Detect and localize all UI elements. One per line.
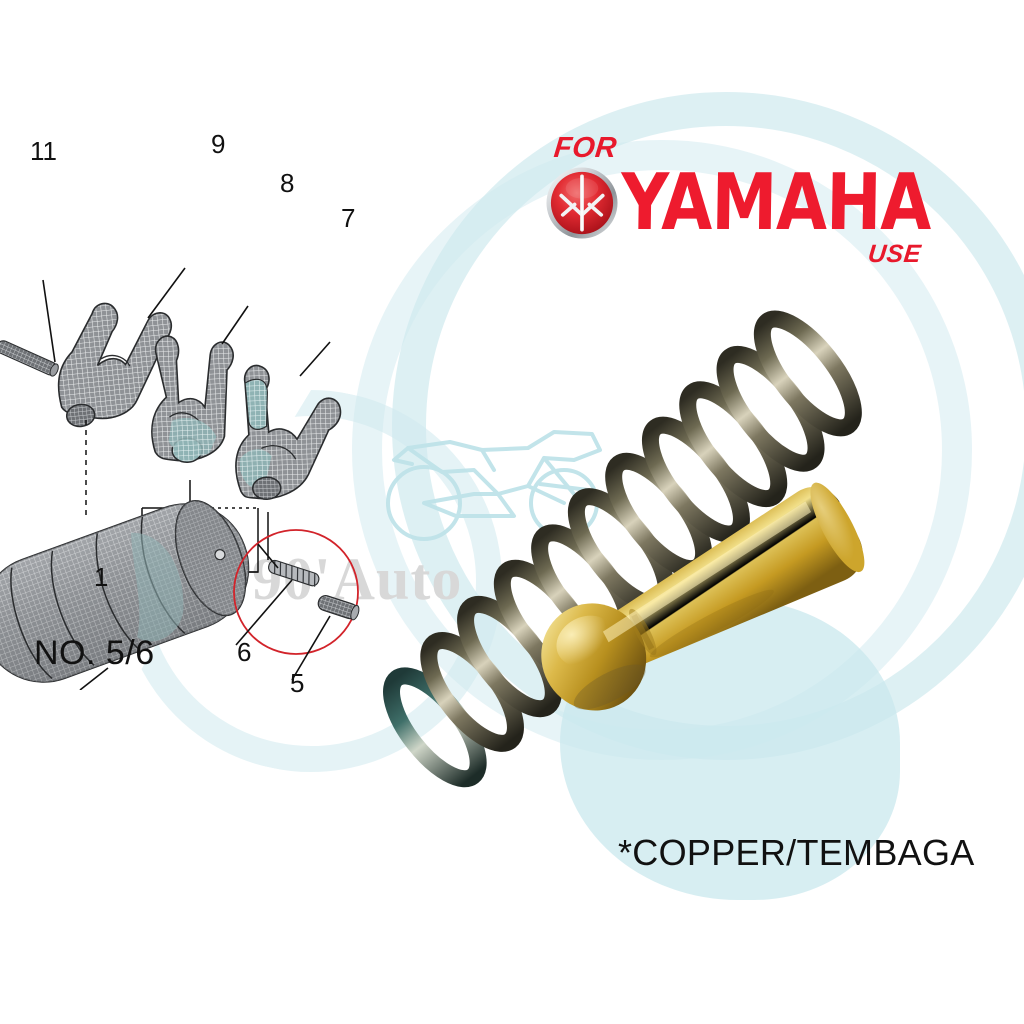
yamaha-tuning-fork-emblem bbox=[546, 167, 618, 239]
callout-6: 6 bbox=[237, 637, 252, 667]
part-number-label: NO. 5/6 bbox=[34, 634, 155, 672]
highlight-circle bbox=[233, 529, 359, 655]
callout-5: 5 bbox=[290, 668, 305, 698]
part-11-guide-bar bbox=[0, 279, 59, 377]
part-7-shift-fork bbox=[235, 341, 342, 500]
part-1-shift-drum bbox=[0, 499, 250, 690]
callout-11: 11 bbox=[30, 136, 57, 166]
part-5-detent-pin bbox=[291, 595, 360, 681]
part-6-detent-spring bbox=[235, 543, 320, 646]
copper-caption: *COPPER/TEMBAGA bbox=[618, 832, 975, 873]
brand-row: YAMAHA bbox=[545, 157, 932, 249]
part-9-shift-fork bbox=[57, 267, 186, 428]
part-8-shift-fork bbox=[151, 305, 249, 463]
motorcycle-outline-icon bbox=[386, 430, 602, 541]
yamaha-wordmark: YAMAHA bbox=[620, 157, 932, 249]
callout-8: 8 bbox=[280, 168, 295, 198]
use-label: USE bbox=[866, 240, 923, 268]
callout-1: 1 bbox=[94, 562, 109, 592]
exploded-parts-diagram bbox=[0, 267, 360, 690]
brass-detent-plunger-photo bbox=[541, 482, 865, 711]
callout-9: 9 bbox=[211, 129, 226, 159]
yamaha-branding-block: FOR bbox=[545, 132, 931, 282]
product-photo bbox=[383, 310, 865, 788]
callout-7: 7 bbox=[341, 203, 356, 233]
for-label: FOR bbox=[552, 132, 619, 164]
